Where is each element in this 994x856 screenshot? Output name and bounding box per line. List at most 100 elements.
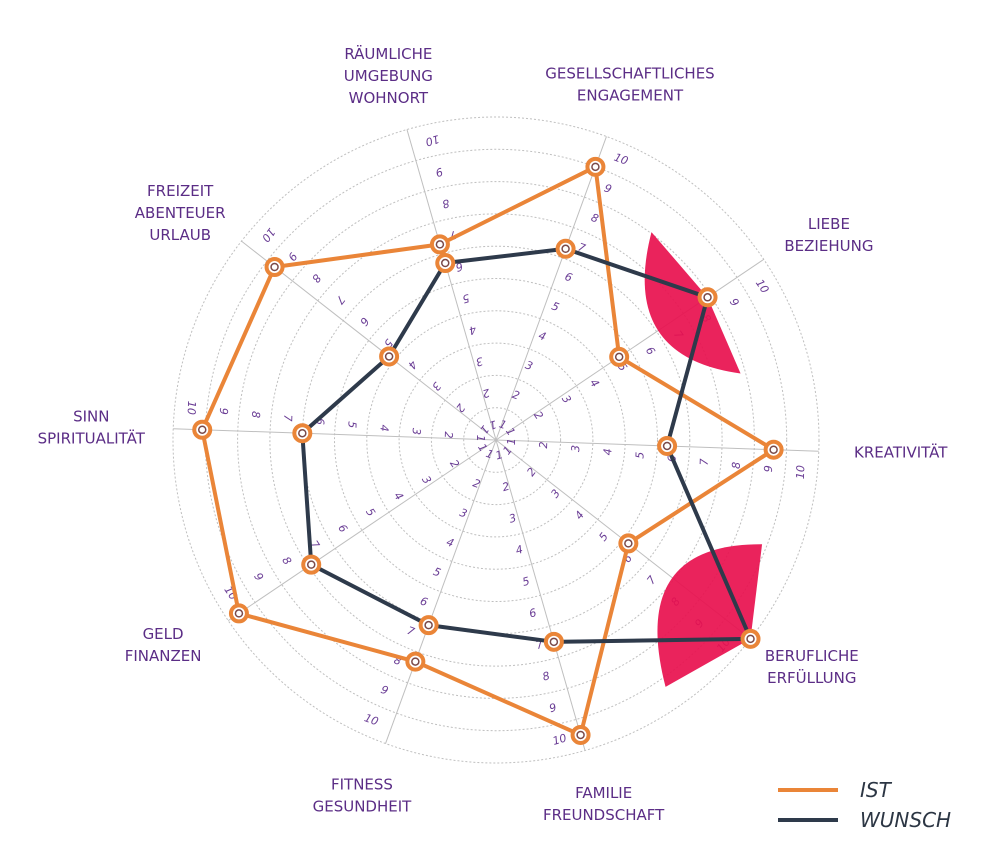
tick-label: 9 bbox=[251, 570, 266, 583]
tick-label: 10 bbox=[185, 401, 198, 415]
tick-label: 9 bbox=[602, 181, 613, 196]
tick-label: 4 bbox=[377, 424, 390, 431]
data-point-wunsch bbox=[543, 631, 564, 652]
tick-label: 4 bbox=[467, 323, 477, 337]
tick-label: 1 bbox=[488, 417, 498, 431]
tick-label: 5 bbox=[363, 506, 378, 519]
grid-spoke bbox=[227, 439, 497, 622]
grid-ring bbox=[334, 278, 658, 602]
data-point-ist bbox=[405, 651, 426, 672]
data-point-ist bbox=[228, 603, 249, 624]
tick-label: 4 bbox=[391, 490, 406, 503]
data-point-ist bbox=[618, 533, 639, 554]
tick-label: 10 bbox=[363, 711, 381, 728]
grid-ring bbox=[366, 310, 626, 570]
tick-label: 3 bbox=[474, 354, 484, 368]
data-point-ist bbox=[609, 346, 630, 367]
grid-spoke bbox=[495, 258, 765, 441]
tick-label: 6 bbox=[563, 270, 574, 285]
data-point-ist bbox=[264, 256, 285, 277]
tick-label: 3 bbox=[419, 474, 434, 487]
grid-spoke bbox=[406, 129, 497, 441]
gap-area bbox=[644, 232, 741, 374]
data-point-wunsch bbox=[292, 423, 313, 444]
axis-label-kreativitaet: KREATIVITÄT bbox=[854, 442, 948, 461]
tick-label: 3 bbox=[569, 445, 582, 452]
grid-ring bbox=[172, 116, 820, 764]
tick-label: 10 bbox=[794, 465, 807, 479]
tick-label: 4 bbox=[537, 329, 548, 344]
tick-label: 2 bbox=[442, 431, 455, 438]
data-point-wunsch bbox=[301, 554, 322, 575]
gap-area bbox=[657, 544, 763, 687]
tick-label: 1 bbox=[474, 435, 487, 442]
tick-label: 2 bbox=[471, 476, 482, 491]
tick-label: 9 bbox=[434, 165, 444, 179]
tick-label: 7 bbox=[644, 573, 659, 587]
tick-label: 1 bbox=[484, 447, 495, 462]
grid-ring bbox=[463, 407, 529, 473]
tick-label: 3 bbox=[507, 511, 517, 525]
tick-label: 2 bbox=[481, 386, 491, 400]
tick-label: 8 bbox=[309, 271, 324, 285]
tick-label: 10 bbox=[612, 151, 630, 168]
tick-label: 3 bbox=[429, 380, 444, 394]
grid-spoke bbox=[495, 439, 586, 751]
tick-label: 7 bbox=[405, 624, 416, 639]
tick-label: 6 bbox=[335, 522, 350, 535]
data-point-ist bbox=[585, 156, 606, 177]
tick-label: 8 bbox=[589, 211, 600, 226]
grid-spoke bbox=[495, 136, 607, 441]
tick-label: 9 bbox=[379, 683, 390, 698]
tick-label: 3 bbox=[410, 428, 423, 435]
tick-label: 5 bbox=[550, 299, 561, 314]
tick-label: 9 bbox=[217, 408, 230, 415]
tick-label: 8 bbox=[541, 669, 551, 683]
tick-label: 2 bbox=[537, 441, 550, 448]
data-point-ist bbox=[429, 234, 450, 255]
tick-label: 8 bbox=[441, 196, 451, 210]
data-point-wunsch bbox=[657, 435, 678, 456]
data-point-ist bbox=[570, 724, 591, 745]
tick-label: 8 bbox=[392, 654, 403, 669]
tick-label: 8 bbox=[249, 411, 262, 418]
tick-label: 7 bbox=[576, 240, 587, 255]
grid-spoke bbox=[173, 428, 497, 441]
radar-grid bbox=[172, 116, 820, 764]
tick-label: 7 bbox=[281, 414, 294, 421]
data-point-wunsch bbox=[740, 628, 761, 649]
tick-label: 5 bbox=[432, 565, 443, 580]
tick-label: 7 bbox=[698, 458, 711, 465]
tick-label: 9 bbox=[548, 701, 558, 715]
tick-label: 3 bbox=[458, 506, 469, 521]
tick-label: 5 bbox=[633, 451, 646, 458]
tick-label: 5 bbox=[461, 291, 471, 305]
grid-ring bbox=[398, 342, 594, 538]
tick-label: 3 bbox=[548, 487, 563, 501]
series-points bbox=[192, 156, 784, 745]
data-point-wunsch bbox=[379, 346, 400, 367]
tick-label: 4 bbox=[601, 448, 614, 455]
data-point-ist bbox=[192, 419, 213, 440]
tick-label: 7 bbox=[534, 638, 544, 652]
tick-label: 10 bbox=[259, 225, 278, 244]
tick-label: 4 bbox=[405, 358, 420, 372]
tick-label: 6 bbox=[528, 606, 538, 620]
tick-label: 7 bbox=[333, 293, 348, 307]
tick-label: 6 bbox=[418, 595, 429, 610]
tick-label: 6 bbox=[454, 259, 464, 273]
grid-ring bbox=[430, 374, 562, 506]
tick-label: 6 bbox=[313, 418, 326, 425]
data-point-wunsch bbox=[435, 253, 456, 274]
tick-label: 2 bbox=[510, 388, 521, 403]
tick-label: 5 bbox=[596, 530, 611, 544]
tick-label: 10 bbox=[753, 277, 772, 296]
tick-label: 7 bbox=[447, 228, 457, 242]
